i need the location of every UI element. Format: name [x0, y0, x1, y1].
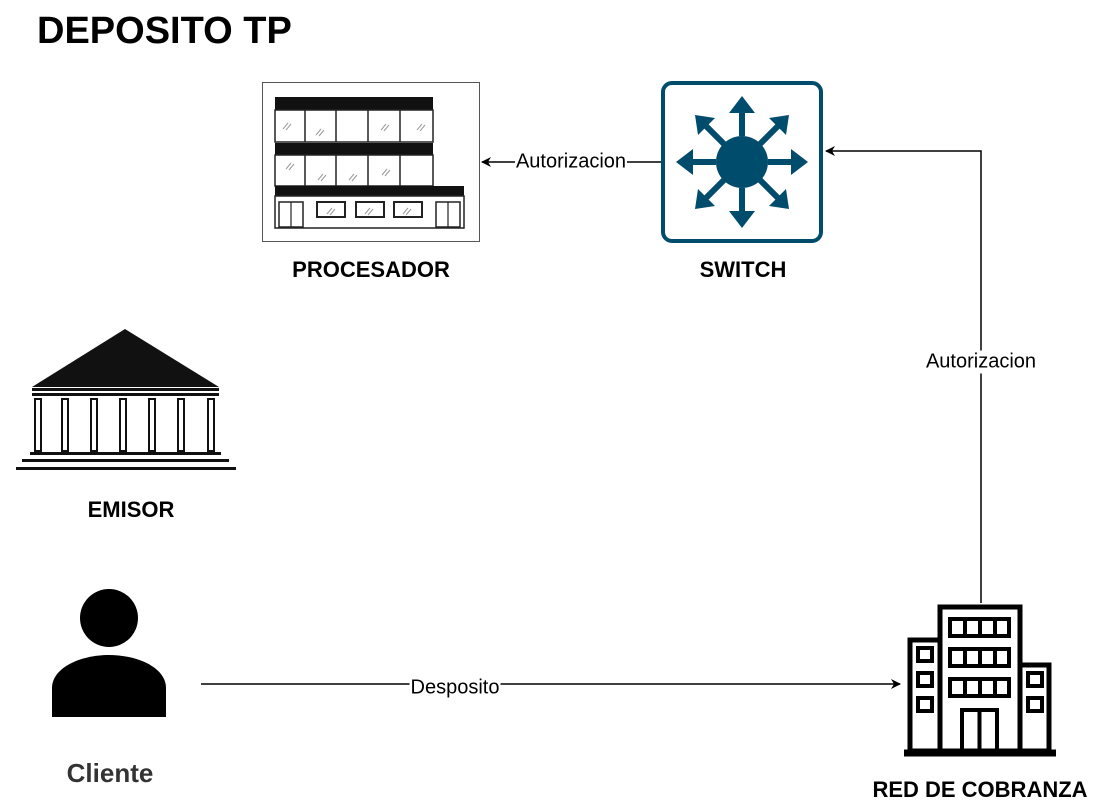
page-title: DEPOSITO TP — [37, 10, 292, 52]
procesador-label: PROCESADOR — [292, 257, 450, 282]
edge-label-deposito: Desposito — [409, 676, 501, 700]
city-building-icon — [904, 604, 1056, 757]
switch-label: SWITCH — [699, 257, 787, 282]
emisor-label: EMISOR — [87, 497, 175, 522]
edge-label-autorizacion-switch: Autorizacion — [924, 350, 1038, 374]
red-cobranza-label: RED DE COBRANZA — [872, 777, 1088, 802]
cliente-label: Cliente — [66, 758, 154, 788]
person-icon — [52, 589, 166, 717]
edge-red-to-switch — [825, 146, 982, 603]
network-switch-icon — [661, 81, 823, 243]
bank-icon — [16, 329, 236, 470]
office-building-icon — [262, 82, 480, 242]
edge-label-autorizacion-procesador: Autorizacion — [514, 150, 628, 174]
